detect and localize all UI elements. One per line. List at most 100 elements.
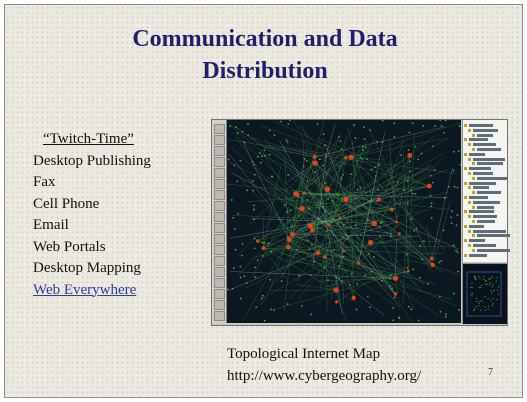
network-link [317,252,408,274]
network-link [345,199,459,250]
toolbar-tool-icon [214,234,225,244]
network-endpoint [263,149,266,152]
network-link [388,139,398,222]
network-endpoint [247,123,249,126]
network-endpoint [268,153,271,156]
network-endpoint [303,157,306,160]
network-hub [302,191,306,195]
network-endpoint [410,308,413,311]
folder-icon [472,234,475,238]
minimap-dot [480,286,482,289]
network-link [297,195,371,230]
network-endpoint [322,164,325,167]
network-endpoint [444,119,447,122]
network-endpoint [260,297,263,300]
minimap-dot [484,309,486,312]
network-endpoint [412,268,415,271]
network-link [262,217,341,258]
network-endpoint [445,313,447,316]
network-link [367,125,433,266]
network-endpoint [349,283,351,286]
network-endpoint [459,163,462,166]
network-endpoint [410,218,413,220]
network-link [257,197,420,242]
image-caption: Topological Internet Map http://www.cybe… [227,343,487,387]
network-link [432,201,451,266]
minimap-dot [480,309,482,311]
folder-icon [464,124,467,127]
network-endpoint [234,248,237,251]
network-endpoint [287,174,290,176]
network-endpoint [241,242,244,245]
network-endpoint [342,255,345,258]
network-link [230,146,359,264]
network-link [303,192,416,285]
network-endpoint [419,245,422,247]
network-endpoint [302,165,305,168]
network-endpoint [230,199,233,201]
network-endpoint [429,194,432,197]
folder-icon [472,176,475,180]
network-endpoint [286,211,289,214]
network-link [403,149,409,272]
network-link [264,146,315,158]
network-endpoint [253,218,255,221]
toolbar-tool-icon [214,146,225,156]
network-hub [286,237,292,243]
list-item: Fax [33,174,56,190]
network-link [283,195,298,312]
network-endpoint [369,129,372,132]
network-endpoint [439,119,442,122]
minimap-dot [471,287,473,289]
network-endpoint [393,135,396,138]
network-endpoint [340,178,343,181]
network-link [427,227,433,259]
network-endpoint [423,240,425,242]
network-hub [333,287,339,293]
network-endpoint [340,197,343,200]
network-link [345,199,422,292]
network-endpoint [393,122,396,125]
internet-map-screenshot [211,119,511,326]
network-hub [407,152,413,158]
page-number: 7 [488,367,493,378]
minimap-dot [471,282,473,284]
network-endpoint [349,173,352,175]
network-link [258,250,344,302]
network-endpoint [414,193,417,195]
network-endpoint [335,276,338,279]
minimap-dot [491,285,493,288]
network-link [263,247,357,303]
network-hub [286,244,291,250]
network-endpoint [259,161,262,164]
network-endpoint [331,199,334,202]
network-endpoint [392,207,395,210]
network-endpoint [438,261,441,264]
network-link [330,250,344,300]
network-endpoint [396,181,399,184]
network-link [289,239,392,276]
network-link [314,126,446,158]
network-endpoint [340,148,343,151]
network-endpoint [355,308,358,311]
web-everywhere-link[interactable]: Web Everywhere [33,281,137,298]
network-endpoint [430,205,433,208]
network-link [310,133,341,226]
network-endpoint [389,235,392,238]
network-endpoint [369,306,371,309]
network-link [314,156,343,314]
network-endpoint [239,159,242,162]
folder-icon [468,200,471,204]
network-endpoint [252,189,255,192]
minimap-dot [490,290,492,292]
network-link [271,183,303,209]
network-link [295,137,361,195]
network-link [228,123,341,219]
network-link [263,247,454,301]
network-endpoint [313,222,316,225]
network-link [233,132,330,225]
network-link [255,143,352,158]
folder-icon [468,186,471,190]
network-endpoint [414,145,417,148]
network-link [315,162,443,274]
